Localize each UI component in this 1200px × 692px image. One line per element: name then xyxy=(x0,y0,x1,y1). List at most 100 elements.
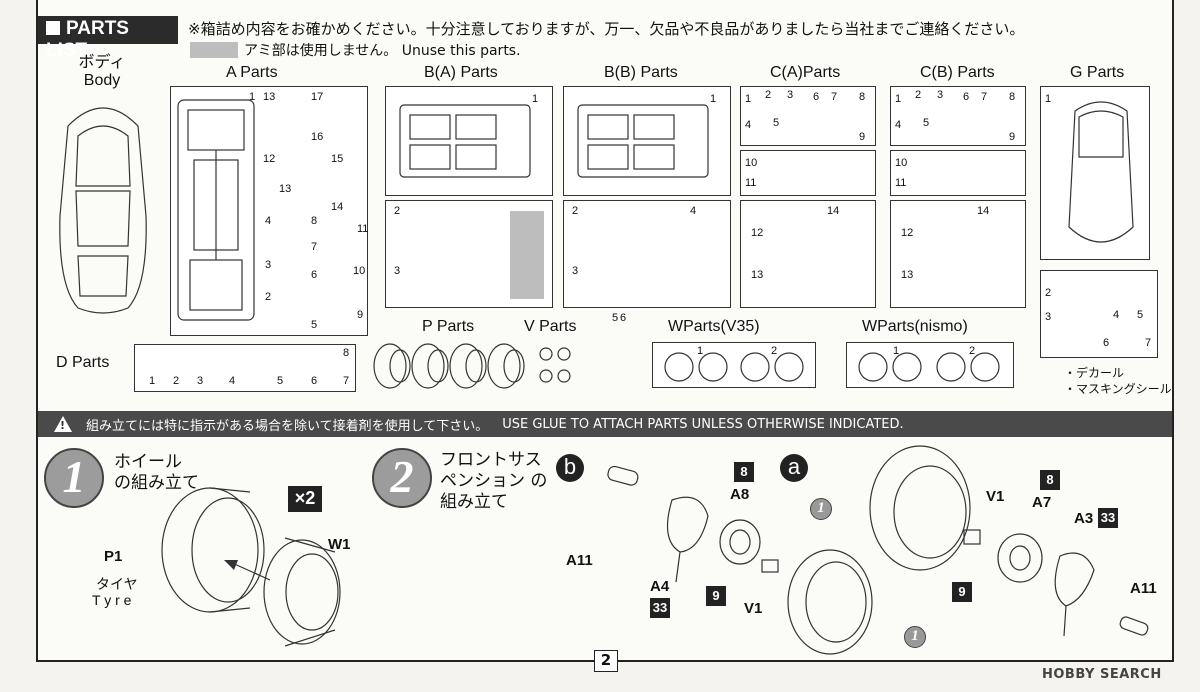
part-number: 6 xyxy=(963,91,970,103)
part-number: 11 xyxy=(745,177,757,189)
part-number: 16 xyxy=(311,131,324,143)
part-number: 5 xyxy=(311,319,318,331)
part-number: 2 xyxy=(1045,287,1052,299)
masking-label: ・マスキングシール xyxy=(1064,382,1172,396)
unuse-note: アミ部は使用しません。 Unuse this parts. xyxy=(190,40,521,60)
part-number: 2 xyxy=(969,345,976,357)
parts-list-header: PARTS LIST xyxy=(38,16,178,61)
a-parts-label: A Parts xyxy=(226,64,278,81)
a7-paint-badge: 8 xyxy=(1040,470,1060,490)
notice-text: ※箱詰め内容をお確かめください。十分注意しておりますが、万一、欠品や不良品があり… xyxy=(188,20,1025,38)
part-number: 3 xyxy=(265,259,272,271)
p1-label: P1 xyxy=(104,548,123,565)
part-number: 15 xyxy=(331,153,344,165)
part-number: 3 xyxy=(394,265,401,277)
step-2-number: 2 xyxy=(372,448,432,508)
part-number: 7 xyxy=(1145,337,1152,349)
part-number: 8 xyxy=(311,215,318,227)
part-number: 10 xyxy=(353,265,366,277)
interior-tub-drawing xyxy=(577,104,709,178)
parts-list-title: PARTS LIST xyxy=(46,18,129,61)
interior-tub-drawing xyxy=(399,104,531,178)
part-number: 3 xyxy=(572,265,579,277)
part-number: 2 xyxy=(173,375,180,387)
part-number: 3 xyxy=(937,89,944,101)
part-number: 2 xyxy=(765,89,772,101)
front-suspension-drawing xyxy=(607,445,1149,655)
wheels-drawing xyxy=(858,352,1000,382)
part-number: 1 xyxy=(745,93,752,105)
part-number: 17 xyxy=(311,91,324,103)
part-number: 2 xyxy=(394,205,401,217)
a-parts-sprue: 1 13 17 16 12 13 15 14 4 3 2 8 7 6 5 11 … xyxy=(170,86,368,336)
part-number: 4 xyxy=(265,215,272,227)
tyres-drawing xyxy=(373,343,525,389)
p-parts-label: P Parts xyxy=(422,318,475,335)
part-number: 1 xyxy=(895,93,902,105)
part-number: 4 xyxy=(690,205,697,217)
warning-text-en: USE GLUE TO ATTACH PARTS UNLESS OTHERWIS… xyxy=(502,416,904,432)
part-number: 7 xyxy=(831,91,838,103)
step-ref-1-bottom: 1 xyxy=(904,626,926,648)
part-number: 1 xyxy=(149,375,156,387)
a8-label: A8 xyxy=(730,486,750,503)
part-number: 10 xyxy=(895,157,908,169)
step-2-title: フロントサス ペンション の 組み立て xyxy=(440,450,548,512)
part-number: 1 xyxy=(893,345,900,357)
part-number: 2 xyxy=(572,205,579,217)
wheel-assembly-drawing xyxy=(161,487,341,647)
part-number: 1 xyxy=(532,93,539,105)
g-parts-glass: 1 xyxy=(1040,86,1150,260)
a4-paint-badge: 33 xyxy=(650,598,670,618)
a8-paint-badge: 8 xyxy=(734,462,754,482)
part-number: 1 xyxy=(697,345,704,357)
g-parts-label: G Parts xyxy=(1070,64,1125,81)
paint-badge-9-left: 9 xyxy=(706,586,726,606)
part-number: 3 xyxy=(197,375,204,387)
unuse-swatch xyxy=(190,42,238,58)
cb-parts-label: C(B) Parts xyxy=(920,64,995,81)
part-number: 5 xyxy=(923,117,930,129)
part-number: 13 xyxy=(901,269,914,281)
part-number: 10 xyxy=(745,157,758,169)
glue-warning-bar: 組み立てには特に指示がある場合を除いて接着剤を使用して下さい。 USE GLUE… xyxy=(38,411,1172,437)
polycaps-drawing xyxy=(539,347,571,383)
part-number: 3 xyxy=(1045,311,1052,323)
square-icon xyxy=(46,21,60,35)
part-number: 13 xyxy=(751,269,764,281)
ca-parts-rails: 10 11 xyxy=(740,150,876,196)
warning-icon xyxy=(54,416,72,432)
part-number: 7 xyxy=(343,375,350,387)
part-number: 9 xyxy=(859,131,866,143)
part-number: 5 xyxy=(277,375,284,387)
sub-step-a: a xyxy=(780,454,808,482)
part-number: 4 xyxy=(1113,309,1120,321)
w-nismo-label: WParts(nismo) xyxy=(862,318,968,335)
part-number: 6 xyxy=(813,91,820,103)
ba-parts-lower: 2 3 xyxy=(385,200,553,308)
sub-step-b: b xyxy=(556,454,584,482)
part-number: 1 xyxy=(710,93,717,105)
a3-paint-badge: 33 xyxy=(1098,508,1118,528)
part-number: 6 xyxy=(620,312,627,324)
ca-parts-top: 1 2 3 6 7 8 4 5 9 xyxy=(740,86,876,146)
chassis-drawing xyxy=(177,99,255,321)
ba-parts-label: B(A) Parts xyxy=(424,64,498,81)
part-number: 4 xyxy=(895,119,902,131)
unused-part-area xyxy=(510,211,544,299)
part-number: 14 xyxy=(977,205,990,217)
part-number: 9 xyxy=(1009,131,1016,143)
part-number: 2 xyxy=(771,345,778,357)
part-number: 8 xyxy=(859,91,866,103)
body-label-en: Body xyxy=(83,72,121,89)
ba-parts-upper: 1 xyxy=(385,86,553,196)
bb-parts-upper: 1 xyxy=(563,86,731,196)
hobby-search-watermark: HOBBY SEARCH xyxy=(1042,667,1162,682)
part-number: 9 xyxy=(357,309,364,321)
a3-label: A3 xyxy=(1074,510,1094,527)
bb-parts-label: B(B) Parts xyxy=(604,64,678,81)
a4-label: A4 xyxy=(650,578,670,595)
step-ref-1-top: 1 xyxy=(810,498,832,520)
part-number: 6 xyxy=(311,375,318,387)
unuse-note-text: アミ部は使用しません。 Unuse this parts. xyxy=(244,43,521,59)
